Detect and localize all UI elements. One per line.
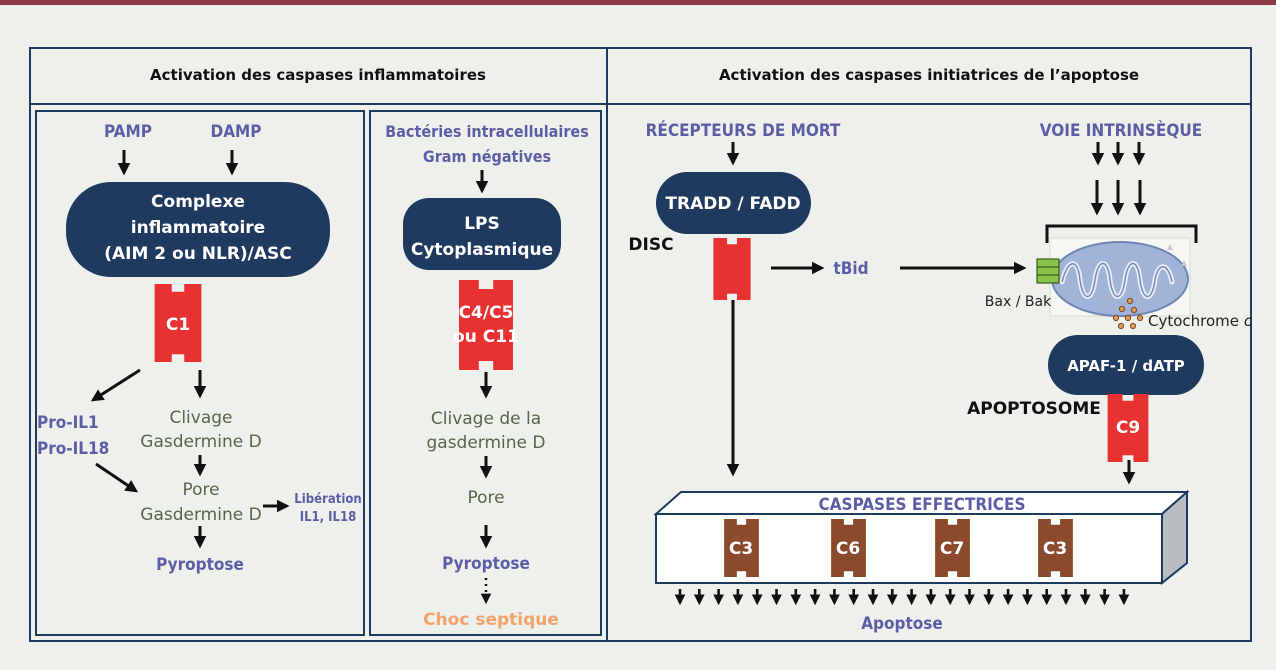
effector-c6-label: C6 [836, 539, 860, 559]
intrinsic-pathway-label: VOIE INTRINSÈQUE [1040, 119, 1203, 141]
cytochrome-c-label: Cytochrome c [1148, 312, 1253, 330]
c1-label: C1 [166, 315, 190, 335]
pamp-label: PAMP [104, 122, 152, 142]
pamp-panel [35, 110, 365, 636]
apaf-box [1048, 335, 1204, 395]
apaf-label: APAF-1 / dATP [1067, 357, 1185, 375]
bacterial-pyroptosis-label: Pyroptose [442, 554, 530, 574]
caspase-c4-c5-label: C4/C5 [459, 303, 514, 323]
inflammasome-complex [66, 182, 330, 277]
lps-line-2: Cytoplasmique [411, 240, 553, 260]
release-line-2: IL1, IL18 [300, 510, 357, 525]
header-apoptosis: Activation des caspases initiatrices de … [719, 66, 1139, 84]
bacterial-cleavage-line-2: gasdermine D [426, 433, 545, 453]
apoptosome-label: APOPTOSOME [967, 399, 1101, 419]
bax-bak-label: Bax / Bak [985, 294, 1052, 310]
effector-caspases-title: CASPASES EFFECTRICES [819, 495, 1026, 515]
tradd-fadd-box [656, 172, 811, 234]
complex-line-1: Complexe [151, 192, 245, 212]
c9-label: C9 [1116, 418, 1140, 438]
tradd-fadd-label: TRADD / FADD [665, 194, 800, 214]
pore-line-1: Pore [182, 480, 219, 500]
cytochrome-c-dots-icon [1112, 297, 1144, 330]
c4-c5-c11-caspase-shape [459, 280, 513, 370]
header-inflammatory: Activation des caspases inflammatoires [150, 66, 486, 84]
cleavage-line-1: Clivage [169, 408, 232, 428]
pore-line-2: Gasdermine D [140, 505, 261, 525]
pro-il1-label: Pro-IL1 [37, 413, 99, 433]
bacteria-line-2: Gram négatives [423, 147, 551, 166]
bacterial-cleavage-line-1: Clivage de la [431, 409, 541, 429]
lps-line-1: LPS [464, 214, 500, 234]
c1-to-pro-il-arrow [90, 368, 141, 402]
intrinsic-arrows-bottom [1090, 180, 1147, 216]
disc-label: DISC [628, 235, 673, 255]
bacteria-panel [369, 110, 602, 636]
membrane-bracket [1045, 224, 1198, 243]
lps-box [403, 198, 561, 270]
tbid-label: tBid [833, 259, 868, 279]
damp-label: DAMP [211, 122, 262, 142]
effector-c3-label: C3 [729, 539, 753, 559]
effector-c3b-label: C3 [1043, 539, 1067, 559]
caspase-c11-label: ou C11 [453, 327, 519, 347]
complex-line-3: (AIM 2 ou NLR)/ASC [104, 244, 292, 264]
death-receptors-label: RÉCEPTEURS DE MORT [646, 119, 841, 141]
top-accent-bar [0, 0, 1276, 5]
bacteria-line-1: Bactéries intracellulaires [385, 122, 589, 141]
disc-caspase-shape [713, 238, 751, 300]
pro-il-to-pore-arrow [95, 462, 139, 493]
bax-bak-channel-icon [1036, 258, 1060, 284]
septic-shock-label: Choc septique [423, 610, 559, 630]
cleavage-line-2: Gasdermine D [140, 432, 261, 452]
intrinsic-arrows-top [1091, 142, 1146, 166]
effector-c7-label: C7 [940, 539, 964, 559]
mitochondrion-icon [1049, 237, 1191, 317]
apoptosis-arrow-row [674, 589, 1130, 606]
bacterial-pore-label: Pore [467, 488, 504, 508]
apoptosis-label: Apoptose [861, 614, 943, 634]
outer-frame [29, 47, 1252, 642]
pro-il18-label: Pro-IL18 [37, 439, 109, 459]
complex-line-2: inflammatoire [131, 218, 265, 238]
pyroptosis-label: Pyroptose [156, 555, 244, 575]
release-line-1: Libération [294, 492, 361, 507]
